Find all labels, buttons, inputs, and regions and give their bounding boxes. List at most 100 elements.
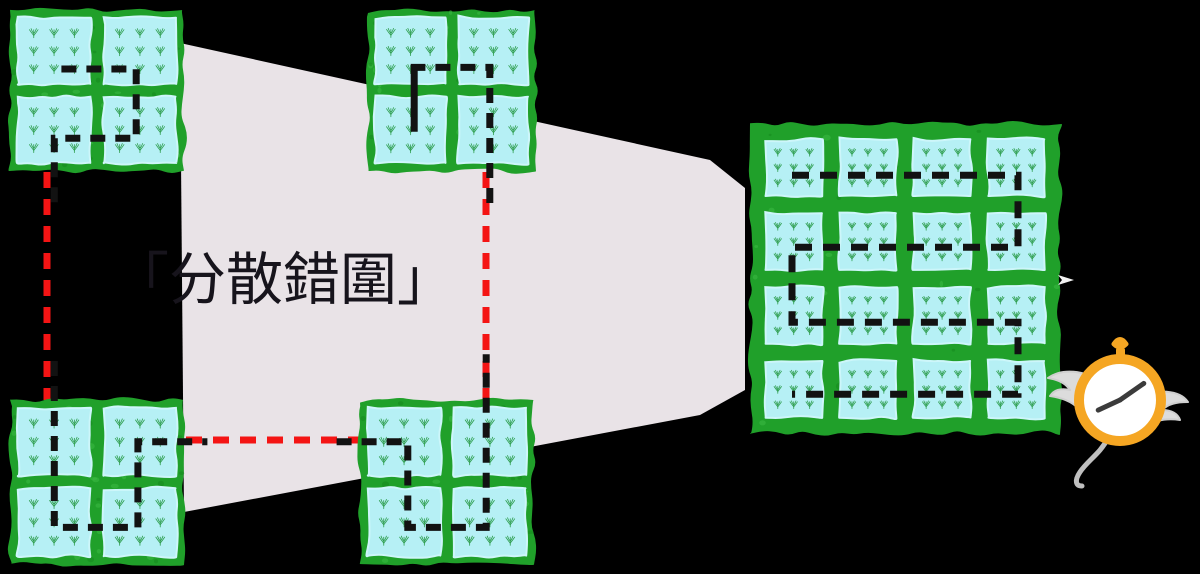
rice-plant-icon [114,436,125,447]
rice-plant-icon [114,498,125,510]
rice-plant-icon [996,148,1005,157]
rice-plant-icon [405,27,416,38]
rice-plant-icon [1028,295,1037,305]
rice-plant-icon [863,369,872,379]
levee-texture-speckle [95,503,102,508]
levee-texture-speckle [477,11,481,15]
rice-plant-icon [953,252,963,262]
rice-plant-icon [386,125,396,136]
rice-plant-icon [155,64,165,75]
levee-texture-speckle [72,89,81,94]
rice-plant-icon [69,498,80,510]
rice-plant-icon [488,46,499,56]
rice-plant-icon [847,252,857,262]
rice-plant-icon [469,143,479,154]
levee-texture-speckle [510,477,516,481]
rice-plant-icon [469,125,479,136]
rice-plant-icon [1028,385,1037,394]
rice-plant-icon [49,535,59,546]
levee-texture-speckle [759,420,766,426]
levee-texture-speckle [10,69,18,76]
rice-plant-icon [773,311,782,320]
rice-plant-icon [805,178,814,188]
rice-plant-icon [155,418,166,429]
rice-plant-icon [1028,400,1037,410]
levee-texture-speckle [87,556,95,563]
levee-texture-speckle [369,62,373,67]
rice-plant-icon [425,107,435,118]
rice-plant-icon [29,143,39,153]
rice-plant-icon [386,107,396,118]
rice-plant-icon [879,385,888,394]
rice-plant-icon [773,148,782,157]
rice-plant-icon [938,252,947,262]
rice-plant-icon [789,178,798,188]
rice-plant-icon [399,418,409,429]
rice-plant-icon [419,517,430,528]
rice-plant-icon [419,455,430,466]
rice-plant-icon [879,326,888,336]
levee-texture-speckle [12,415,17,419]
rice-plant-icon [773,222,782,231]
rice-plant-icon [29,64,39,75]
rice-plant-icon [847,326,857,336]
rice-plant-icon [505,517,516,528]
rice-plant-icon [419,436,430,447]
small-plot-top-left [7,7,187,210]
rice-plant-icon [155,125,165,136]
rice-plant-icon [805,369,814,379]
levee-texture-speckle [154,559,158,564]
small-plot-top-right-graphic [365,8,538,210]
rice-plant-icon [155,498,166,510]
rice-plant-icon [879,163,888,172]
rice-plant-icon [953,326,963,336]
rice-plant-icon [49,64,59,75]
rice-plant-icon [789,400,798,410]
levee-texture-speckle [825,252,833,257]
levee-border [747,121,1063,436]
levee-texture-speckle [768,207,775,213]
rice-plant-icon [922,163,931,172]
rice-plant-icon [773,385,782,394]
rice-plant-icon [378,535,389,546]
rice-plant-icon [773,326,782,336]
rice-plant-icon [996,252,1005,262]
rice-plant-icon [69,455,80,466]
small-plot-top-right [365,8,538,210]
rice-plant-icon [879,400,888,410]
rice-plant-icon [789,326,798,336]
rice-plant-icon [805,326,814,336]
rice-plant-icon [847,385,857,394]
rice-plant-icon [155,28,165,39]
rice-plant-icon [789,237,798,246]
stopwatch-crown [1111,337,1129,350]
rice-plant-icon [425,27,435,38]
rice-plant-icon [863,163,872,172]
rice-plant-icon [1012,148,1021,157]
levee-texture-speckle [1053,284,1060,290]
rice-plant-icon [996,326,1005,336]
rice-plant-icon [425,46,435,56]
rice-plant-icon [469,46,479,56]
rice-plant-icon [69,418,80,429]
rice-plant-icon [135,46,145,57]
rice-plant-icon [996,295,1005,305]
rice-plant-icon [114,535,125,546]
rice-plant-icon [773,369,782,379]
levee-texture-speckle [448,415,453,422]
rice-plant-icon [953,369,963,379]
rice-plant-icon [953,148,963,157]
work-route-path [336,354,490,531]
rice-plant-icon [155,46,165,57]
levee-texture-speckle [377,87,382,94]
rice-plant-icon [938,295,947,305]
rice-plant-icon [28,498,39,510]
levee-texture-speckle [176,435,183,438]
rice-plant-icon [505,436,516,447]
rice-plant-icon [953,295,963,305]
rice-plant-icon [378,498,389,510]
rice-plant-icon [1028,222,1037,231]
rice-plant-icon [938,400,947,410]
rice-plant-icon [996,178,1005,188]
